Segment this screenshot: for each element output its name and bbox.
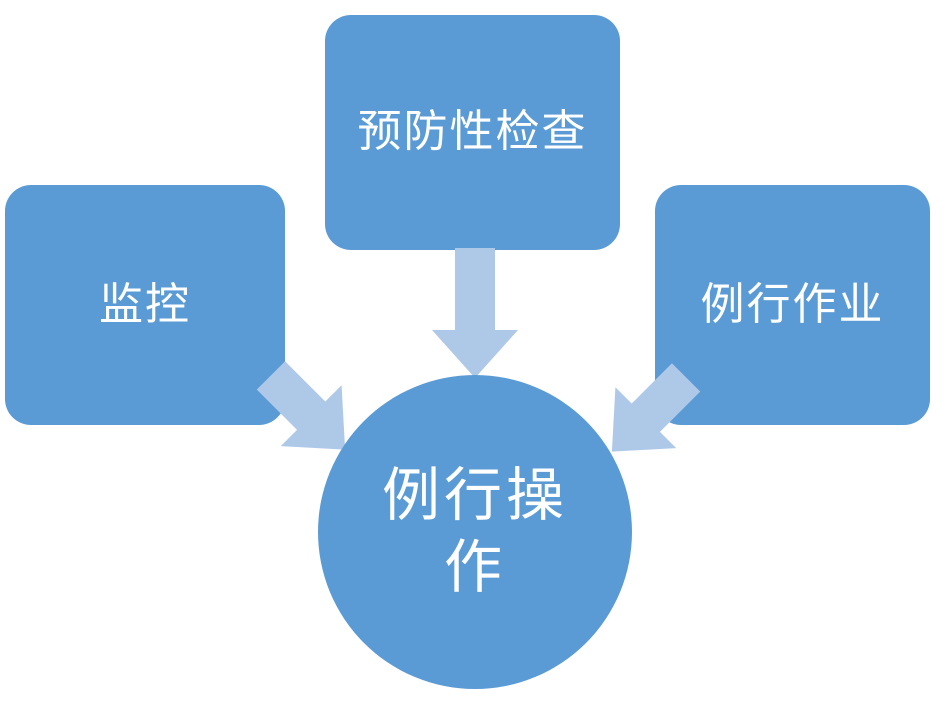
node-routine-work: 例行作业 [655,185,930,425]
node-preventive-inspection-label: 预防性检查 [357,107,588,157]
node-monitoring-label: 监控 [99,279,191,329]
node-routine-work-label: 例行作业 [700,279,885,329]
arrow-down-right-icon [239,344,377,482]
node-preventive-inspection: 预防性检查 [325,15,620,250]
arrow-down-left-icon [580,346,718,484]
node-routine-operation: 例行操作 [318,375,632,689]
node-monitoring: 监控 [5,185,285,425]
node-routine-operation-label: 例行操作 [381,462,568,601]
arrow-down-icon [430,248,520,378]
